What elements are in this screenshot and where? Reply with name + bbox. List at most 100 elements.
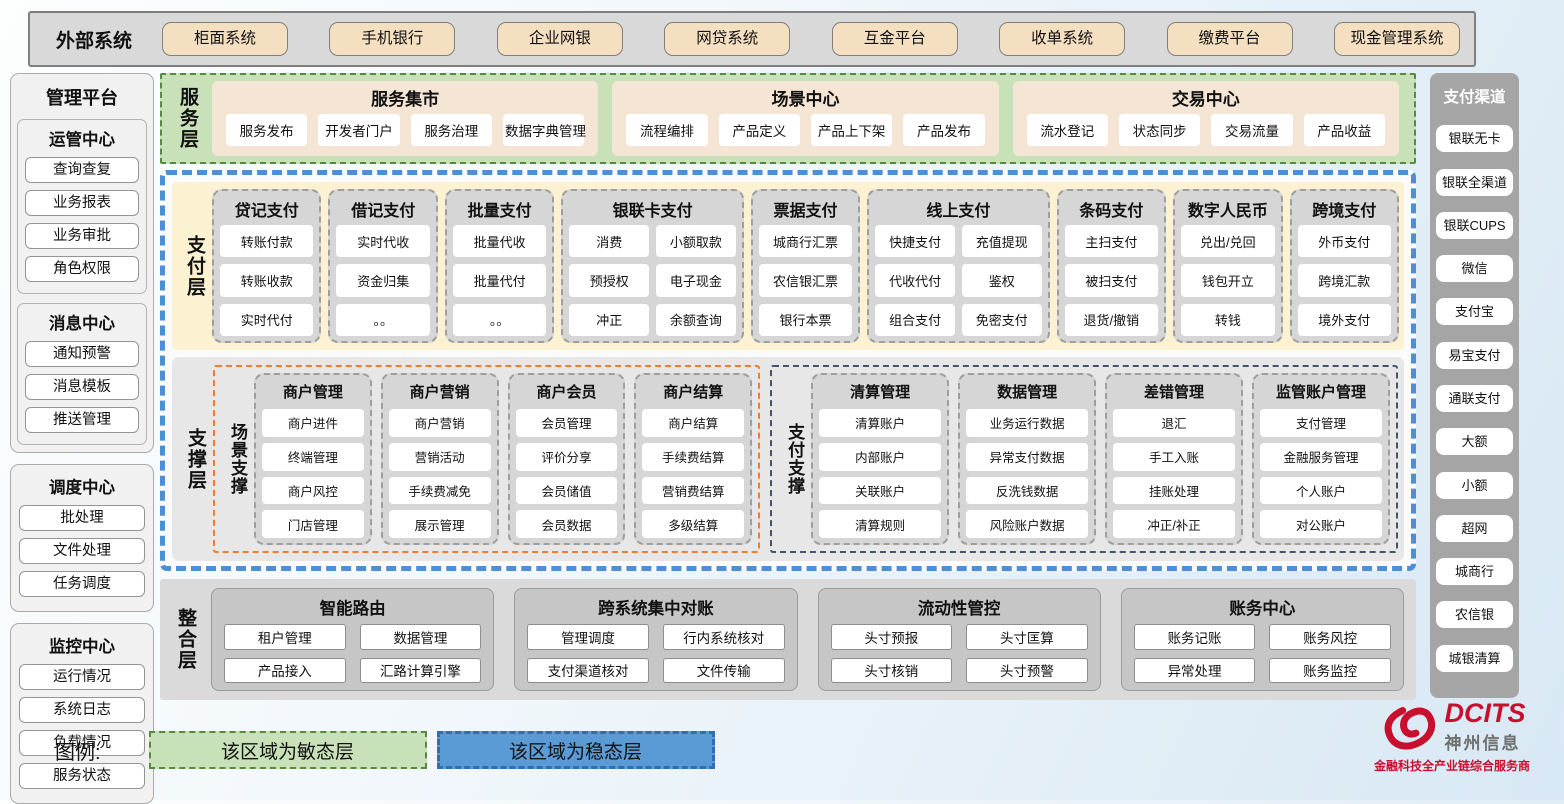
support-column-title: 数据管理 — [997, 384, 1058, 401]
legend-label: 图例: — [55, 741, 101, 764]
payment-column-title: 跨境支付 — [1312, 203, 1377, 220]
integration-item-box: 数据管理 — [359, 624, 482, 650]
support-column: 商户结算商户结算手续费结算营销费结算多级结算 — [634, 373, 753, 545]
payment-column-title: 贷记支付 — [234, 203, 299, 220]
integration-group-items: 账务记账账务风控异常处理账务监控 — [1133, 624, 1391, 683]
payment-column: 银联卡支付消费小额取款预授权电子现金冲正余额查询 — [561, 189, 744, 343]
integration-group-items: 头寸预报头寸匡算头寸核销头寸预警 — [830, 624, 1088, 683]
payment-item-box: 实时代收 — [336, 225, 430, 258]
integration-group: 账务中心账务记账账务风控异常处理账务监控 — [1120, 588, 1404, 691]
support-section-label: 场景支撑 — [228, 423, 247, 495]
support-column: 商户管理商户进件终端管理商户风控门店管理 — [254, 373, 372, 545]
integration-item-box: 账务风控 — [1269, 624, 1391, 650]
payment-item-box: 主扫支付 — [1064, 225, 1159, 258]
integration-group: 跨系统集中对账管理调度行内系统核对支付渠道核对文件传输 — [514, 588, 798, 691]
sidebar-group: 调度中心批处理文件处理任务调度 — [10, 464, 154, 612]
service-group-items: 流水登记状态同步交易流量产品收益 — [1021, 110, 1391, 152]
payment-item-box: 实时代付 — [220, 303, 314, 336]
payment-item-box: 转账付款 — [220, 225, 314, 258]
integration-layer-groups: 智能路由租户管理数据管理产品接入汇路计算引擎跨系统集中对账管理调度行内系统核对支… — [211, 588, 1404, 691]
service-item-box: 状态同步 — [1118, 114, 1201, 146]
support-item-box: 手工入账 — [1113, 442, 1236, 471]
support-item-box: 营销费结算 — [642, 476, 745, 505]
support-column-title: 商户管理 — [282, 384, 343, 401]
integration-layer-label: 整合层 — [175, 608, 196, 671]
support-section: 场景支撑商户管理商户进件终端管理商户风控门店管理商户营销商户营销营销活动手续费减… — [213, 365, 761, 553]
service-group-title: 场景中心 — [771, 90, 840, 109]
sidebar-item-box: 推送管理 — [25, 407, 139, 433]
payment-item-box: 被扫支付 — [1064, 264, 1159, 297]
integration-item-box: 管理调度 — [527, 624, 649, 650]
payment-item-box: 转账收款 — [220, 264, 314, 297]
payment-item-box: 退货/撤销 — [1064, 303, 1159, 336]
support-layer: 支撑层 场景支撑商户管理商户进件终端管理商户风控门店管理商户营销商户营销营销活动… — [172, 357, 1404, 561]
sidebar-item-box: 查询查复 — [25, 157, 139, 183]
support-item-box: 异常支付数据 — [966, 442, 1089, 471]
channel-item-box: 微信 — [1436, 255, 1513, 283]
channel-item-box: 超网 — [1436, 514, 1513, 542]
payment-item-box: 。。 — [452, 303, 547, 336]
support-section-columns: 清算管理清算账户内部账户关联账户清算规则数据管理业务运行数据异常支付数据反洗钱数… — [811, 373, 1391, 545]
payment-column: 借记支付实时代收资金归集。。 — [328, 189, 438, 343]
service-group-title: 交易中心 — [1171, 90, 1240, 109]
support-item-box: 会员储值 — [515, 476, 618, 505]
sidebar-item-box: 角色权限 — [25, 256, 139, 282]
support-column-title: 商户营销 — [409, 384, 470, 401]
support-section-label: 支付支撑 — [785, 423, 805, 495]
support-item-box: 支付管理 — [1260, 409, 1383, 437]
service-item-box: 流程编排 — [626, 114, 708, 146]
payment-item-box: 小额取款 — [656, 225, 736, 258]
payment-item-box: 组合支付 — [875, 303, 955, 336]
sidebar-item-box: 系统日志 — [19, 697, 145, 723]
integration-layer: 整合层 智能路由租户管理数据管理产品接入汇路计算引擎跨系统集中对账管理调度行内系… — [160, 579, 1416, 700]
sidebar-group-title: 消息中心 — [49, 315, 115, 333]
payment-column: 数字人民币兑出/兑回钱包开立转钱 — [1173, 189, 1283, 343]
support-item-box: 评价分享 — [515, 442, 618, 471]
service-item-box: 交易流量 — [1211, 114, 1293, 146]
integration-group: 智能路由租户管理数据管理产品接入汇路计算引擎 — [211, 588, 495, 691]
stable-layer-container: 支付层 贷记支付转账付款转账收款实时代付借记支付实时代收资金归集。。批量支付批量… — [160, 170, 1416, 571]
payment-column-title: 借记支付 — [351, 203, 416, 220]
service-item-box: 服务治理 — [410, 114, 492, 146]
sidebar-group: 监控中心运行情况系统日志负载情况服务状态 — [10, 623, 154, 804]
payment-column-items: 外币支付跨境汇款境外支付 — [1297, 225, 1392, 336]
channel-item-box: 易宝支付 — [1436, 341, 1513, 369]
support-item-box: 商户营销 — [388, 409, 491, 437]
payment-item-box: 免密支付 — [961, 303, 1042, 336]
channel-item-box: 农信银 — [1436, 601, 1513, 629]
payment-column: 线上支付快捷支付充值提现代收代付鉴权组合支付免密支付 — [867, 189, 1050, 343]
support-column: 商户会员会员管理评价分享会员储值会员数据 — [507, 373, 626, 545]
payment-item-box: 快捷支付 — [875, 225, 955, 258]
service-item-box: 开发者门户 — [318, 114, 400, 146]
external-system-box: 互金平台 — [831, 22, 958, 56]
support-item-box: 个人账户 — [1260, 476, 1383, 505]
payment-item-box: 资金归集 — [336, 264, 430, 297]
payment-channels-title: 支付渠道 — [1443, 89, 1506, 106]
payment-column-title: 线上支付 — [926, 203, 991, 220]
integration-item-box: 账务监控 — [1269, 657, 1391, 683]
integration-item-box: 头寸匡算 — [966, 624, 1088, 650]
support-column-title: 商户结算 — [663, 384, 724, 401]
management-platform-sidebar: 管理平台 运管中心查询查复业务报表业务审批角色权限消息中心通知预警消息模板推送管… — [10, 73, 154, 804]
external-system-box: 缴费平台 — [1166, 22, 1293, 56]
logo-company: 神州信息 — [1444, 734, 1521, 753]
payment-item-box: 境外支付 — [1297, 303, 1392, 336]
support-item-box: 商户结算 — [642, 409, 745, 437]
support-item-box: 对公账户 — [1260, 510, 1383, 538]
integration-item-box: 文件传输 — [662, 657, 785, 683]
payment-item-box: 。。 — [336, 303, 430, 336]
support-column: 商户营销商户营销营销活动手续费减免展示管理 — [380, 373, 499, 545]
support-item-box: 退汇 — [1113, 409, 1236, 437]
payment-column-title: 批量支付 — [467, 203, 532, 220]
channel-item-box: 银联无卡 — [1436, 125, 1513, 153]
service-group-items: 服务发布开发者门户服务治理数据字典管理 — [220, 110, 590, 152]
support-item-box: 营销活动 — [388, 442, 491, 471]
sidebar-item-box: 通知预警 — [25, 341, 139, 367]
payment-item-box: 鉴权 — [961, 264, 1042, 297]
support-item-box: 手续费结算 — [642, 442, 745, 471]
integration-item-box: 汇路计算引擎 — [359, 657, 482, 683]
payment-item-box: 充值提现 — [961, 225, 1042, 258]
payment-item-box: 冲正 — [569, 303, 650, 336]
support-item-box: 反洗钱数据 — [966, 476, 1089, 505]
